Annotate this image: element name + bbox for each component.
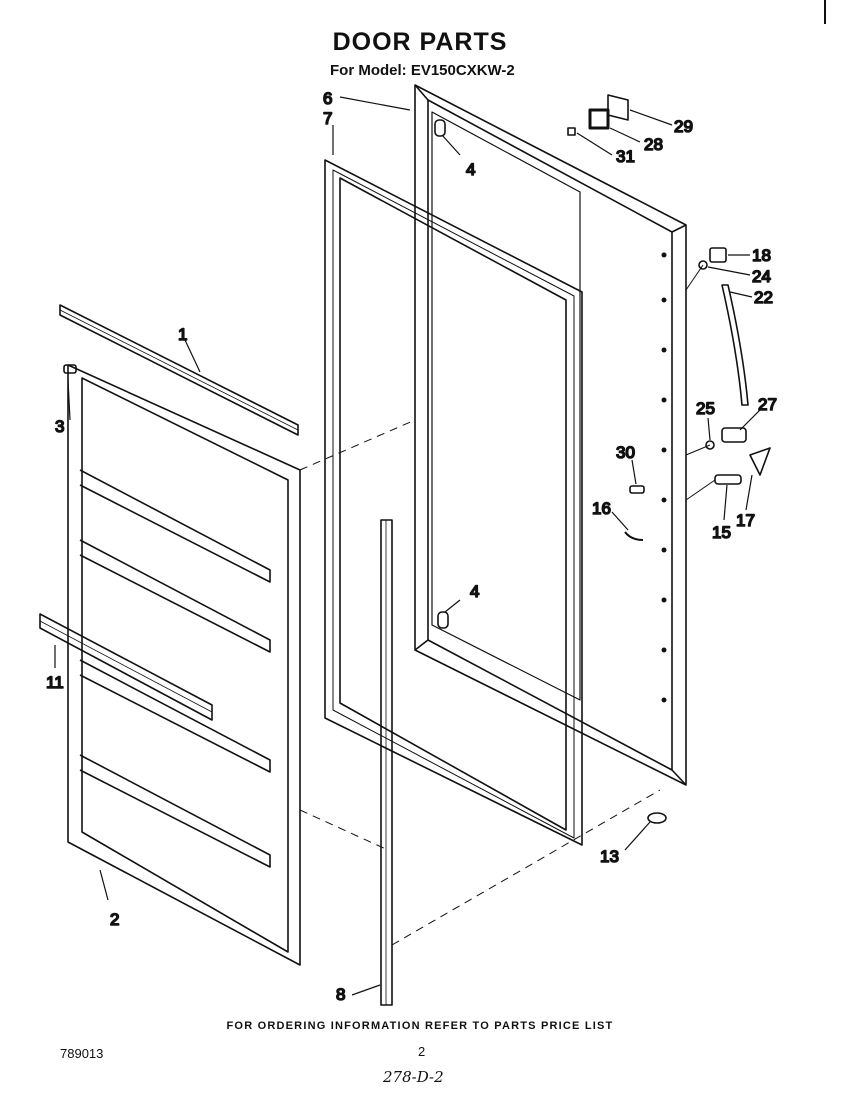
page-title: DOOR PARTS (332, 28, 508, 56)
callout-17: 17 (736, 511, 755, 530)
callout-13: 13 (600, 847, 619, 866)
document-number: 789013 (60, 1046, 104, 1061)
callout-27: 27 (758, 395, 777, 414)
door-gasket (324, 159, 583, 846)
page-edge-mark (824, 0, 826, 24)
callout-4-bottom: 4 (470, 582, 479, 601)
callout-31: 31 (616, 147, 635, 166)
callout-30: 30 (616, 443, 635, 462)
callout-15: 15 (712, 523, 731, 542)
callout-1: 1 (178, 325, 187, 344)
shelf-bar (39, 613, 213, 721)
hardware-parts (567, 94, 771, 824)
callout-8: 8 (336, 985, 345, 1004)
callout-6: 6 (323, 89, 332, 108)
top-breaker-strip (59, 304, 299, 436)
callout-3: 3 (55, 417, 64, 436)
model-subtitle: For Model: EV150CXKW-2 (330, 62, 515, 79)
callout-16: 16 (592, 499, 611, 518)
callout-7: 7 (323, 109, 332, 128)
trim-strip (380, 519, 393, 1006)
callout-24: 24 (752, 267, 771, 286)
ordering-note: FOR ORDERING INFORMATION REFER TO PARTS … (226, 1020, 614, 1032)
outer-door-panel (414, 84, 687, 786)
callout-29: 29 (674, 117, 693, 136)
callout-18: 18 (752, 246, 771, 265)
callout-11: 11 (46, 673, 64, 692)
callout-4-top: 4 (466, 160, 475, 179)
callout-25: 25 (696, 399, 715, 418)
screw-part-3 (63, 364, 77, 374)
handwritten-code: 278-D-2 (383, 1068, 444, 1086)
callout-22: 22 (754, 288, 773, 307)
leader-lines (54, 96, 761, 996)
inner-door-liner (67, 364, 661, 966)
callout-28: 28 (644, 135, 663, 154)
callout-2: 2 (110, 910, 119, 929)
page-number: 2 (418, 1044, 426, 1059)
